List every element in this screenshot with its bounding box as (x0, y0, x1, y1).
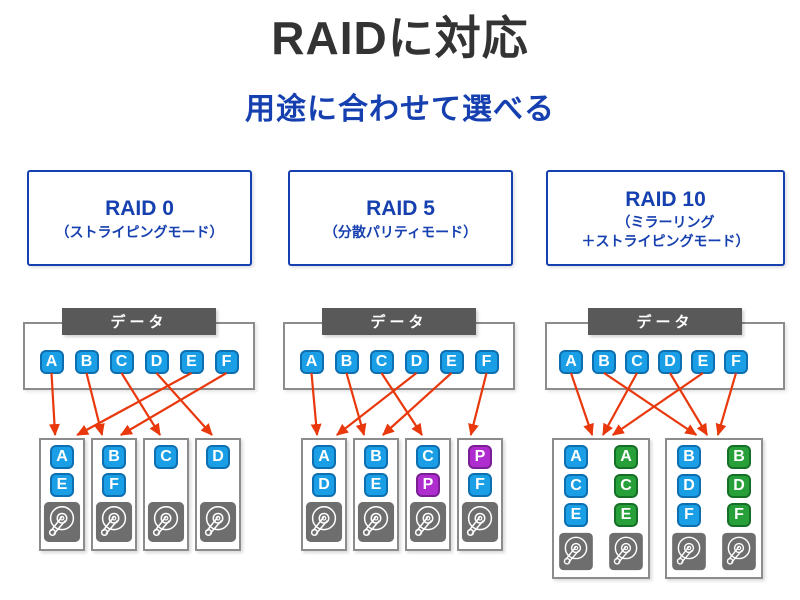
data-block-E: E (564, 503, 588, 527)
data-block-F: F (677, 503, 701, 527)
raid10-data-label: データ (588, 308, 742, 335)
hdd-icon (672, 532, 706, 571)
hdd-icon (722, 532, 756, 571)
data-block-C: C (154, 445, 178, 469)
data-block-B: B (677, 445, 701, 469)
data-block-E: E (439, 350, 464, 374)
hdd-icon (357, 502, 395, 542)
hdd-icon (199, 502, 237, 542)
data-block-F: F (724, 350, 748, 374)
data-block-D: D (312, 473, 336, 497)
data-block-B: B (334, 350, 359, 374)
raid10-header-box: RAID 10 （ミラーリング ＋ストライピングモード） (546, 170, 785, 266)
hdd-icon (305, 502, 343, 542)
data-block-A: A (39, 350, 64, 374)
raid0-disk-4: D (195, 438, 241, 551)
data-block-D: D (658, 350, 682, 374)
data-block-E: E (179, 350, 204, 374)
data-block-D: D (206, 445, 230, 469)
raid10-mode-2: ＋ストライピングモード） (581, 232, 750, 249)
page-subtitle: 用途に合わせて選べる (245, 93, 555, 126)
data-block-D: D (144, 350, 169, 374)
raid10-name: RAID 10 (625, 188, 706, 212)
raid5-name: RAID 5 (366, 197, 435, 221)
data-block-C: C (625, 350, 649, 374)
data-block-C: C (564, 474, 588, 498)
data-block-C: C (614, 474, 638, 498)
raid10-mode: （ミラーリング (616, 214, 715, 231)
hdd-icon (409, 502, 447, 542)
data-block-A: A (50, 445, 74, 469)
data-block-B: B (364, 445, 388, 469)
raid0-mode: （ストライピングモード） (55, 223, 224, 240)
raid5-data-label: データ (322, 308, 476, 335)
data-block-B: B (74, 350, 99, 374)
data-block-C: C (369, 350, 394, 374)
data-block-B: B (592, 350, 616, 374)
data-block-P: P (468, 445, 492, 469)
data-block-B: B (102, 445, 126, 469)
page-title: RAIDに対応 (271, 12, 529, 64)
data-block-E: E (50, 473, 74, 497)
data-block-C: C (109, 350, 134, 374)
hdd-icon (559, 532, 593, 571)
data-block-B: B (727, 445, 751, 469)
hdd-icon (609, 532, 643, 571)
data-block-D: D (404, 350, 429, 374)
data-block-D: D (727, 474, 751, 498)
data-block-E: E (364, 473, 388, 497)
hdd-icon (461, 502, 499, 542)
hdd-icon (43, 502, 81, 542)
data-block-P: P (416, 473, 440, 497)
data-block-E: E (614, 503, 638, 527)
raid5-mode: （分散パリティモード） (323, 223, 478, 240)
hdd-icon (147, 502, 185, 542)
data-block-F: F (214, 350, 239, 374)
raid0-data-label: データ (62, 308, 216, 335)
data-block-A: A (559, 350, 583, 374)
data-block-F: F (727, 503, 751, 527)
raid5-header-box: RAID 5 （分散パリティモード） (288, 170, 513, 266)
data-block-A: A (312, 445, 336, 469)
data-block-A: A (564, 445, 588, 469)
data-block-E: E (691, 350, 715, 374)
data-block-F: F (474, 350, 499, 374)
raid0-disk-3: C (143, 438, 189, 551)
data-block-F: F (468, 473, 492, 497)
data-block-A: A (299, 350, 324, 374)
data-block-F: F (102, 473, 126, 497)
raid0-name: RAID 0 (105, 197, 174, 221)
hdd-icon (95, 502, 133, 542)
data-block-A: A (614, 445, 638, 469)
data-block-C: C (416, 445, 440, 469)
raid0-header-box: RAID 0 （ストライピングモード） (27, 170, 252, 266)
data-block-D: D (677, 474, 701, 498)
